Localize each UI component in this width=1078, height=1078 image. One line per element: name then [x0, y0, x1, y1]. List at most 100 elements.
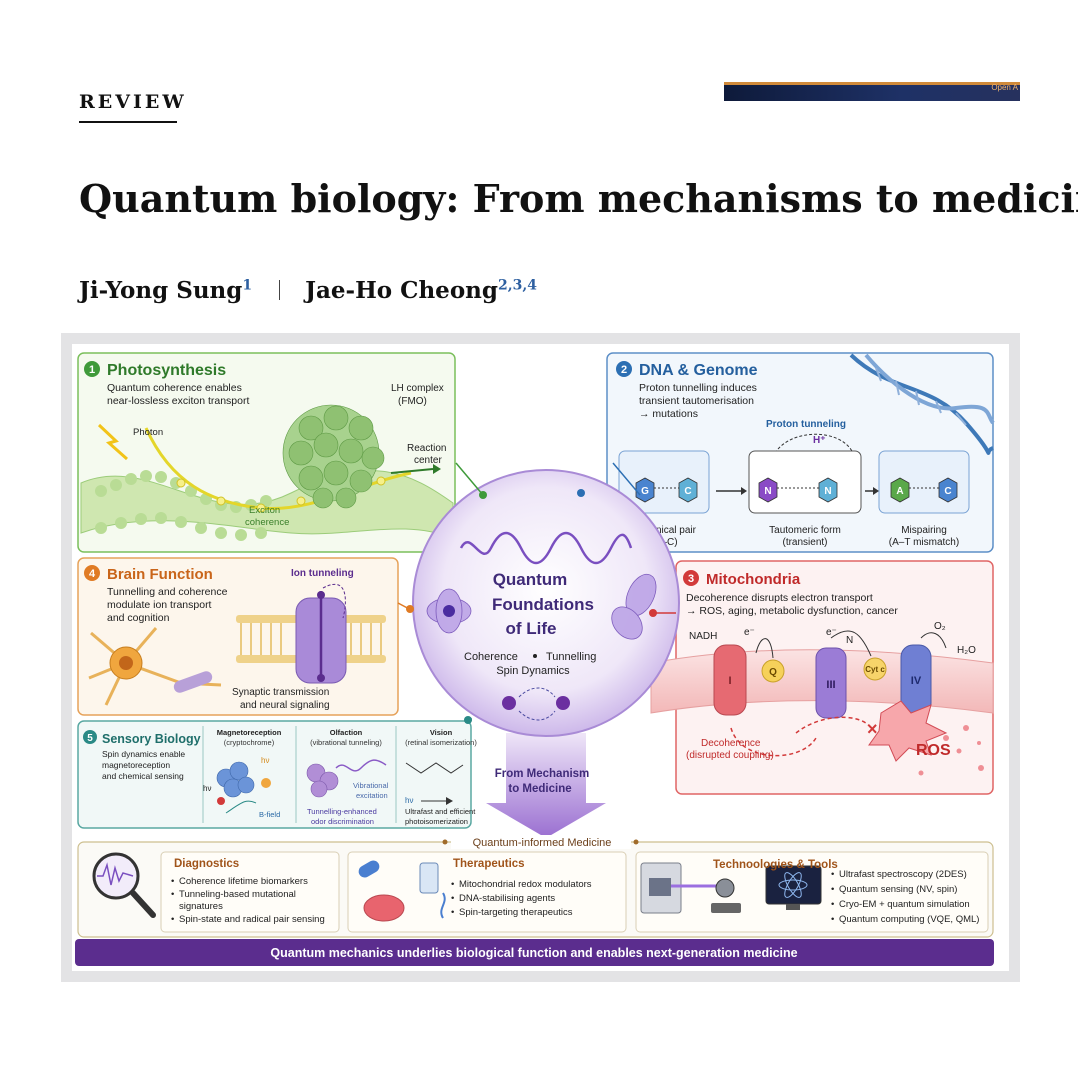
svg-text:e⁻: e⁻: [744, 627, 755, 638]
svg-text:Coherence lifetime biomarkers: Coherence lifetime biomarkers: [179, 876, 308, 887]
svg-text:Decoherence: Decoherence: [701, 738, 761, 749]
svg-text:(cryptochrome): (cryptochrome): [224, 738, 275, 747]
svg-text:Mitochondrial redox modulators: Mitochondrial redox modulators: [459, 879, 592, 890]
author-affiliation[interactable]: 2,3,4: [497, 277, 537, 294]
panel-title: Brain Function: [107, 566, 213, 583]
svg-text:hν: hν: [203, 784, 211, 793]
section-label: REVIEW: [79, 91, 187, 113]
svg-text:(FMO): (FMO): [398, 396, 427, 407]
svg-text:DNA-stabilising agents: DNA-stabilising agents: [459, 893, 555, 904]
panel-title: DNA & Genome: [639, 362, 758, 379]
svg-text:Quantum coherence enables: Quantum coherence enables: [107, 382, 242, 394]
svg-text:Tunnelling-enhanced: Tunnelling-enhanced: [307, 807, 377, 816]
svg-text:(retinal isomerization): (retinal isomerization): [405, 738, 477, 747]
svg-text:Vibrational: Vibrational: [353, 781, 389, 790]
svg-text:photoisomerization: photoisomerization: [405, 817, 468, 826]
svg-text:Vision: Vision: [430, 728, 453, 737]
svg-text:Tunnelling and coherence: Tunnelling and coherence: [107, 586, 228, 598]
author-affiliation[interactable]: 1: [242, 277, 253, 294]
svg-text:and cognition: and cognition: [107, 612, 170, 624]
svg-text:Spin dynamics enable: Spin dynamics enable: [102, 749, 185, 759]
svg-text:Photon: Photon: [133, 427, 163, 438]
svg-text:Quantum mechanics underlies bi: Quantum mechanics underlies biological f…: [270, 946, 797, 960]
svg-text:III: III: [826, 679, 835, 691]
svg-text:and neural signaling: and neural signaling: [240, 700, 330, 711]
panel-dna-genome: 2 DNA & Genome Proton tunnelling induces…: [606, 352, 995, 553]
svg-text:of Life: of Life: [506, 619, 557, 638]
svg-text:hν: hν: [261, 756, 269, 765]
svg-text:Quantum-informed Medicine: Quantum-informed Medicine: [473, 837, 612, 849]
svg-text:Ion tunneling: Ion tunneling: [291, 568, 354, 579]
svg-text:•: •: [171, 914, 174, 925]
panel-brain-function: 4 Brain Function Tunnelling and coherenc…: [77, 557, 399, 716]
svg-text:Ultrafast and efficient: Ultrafast and efficient: [405, 807, 476, 816]
svg-text:Cryo-EM + quantum simulation: Cryo-EM + quantum simulation: [839, 899, 970, 910]
svg-text:N: N: [846, 635, 853, 646]
panel-sensory-biology: 5 Sensory Biology Spin dynamics enable m…: [77, 720, 477, 829]
thumbnail-tag: Open A: [991, 83, 1018, 92]
svg-text:2: 2: [621, 364, 627, 376]
conclusion-banner: Quantum mechanics underlies biological f…: [75, 939, 994, 966]
svg-text:Spin-state and radical pair se: Spin-state and radical pair sensing: [179, 914, 325, 925]
author-separator: [279, 280, 281, 300]
svg-text:(vibrational tunneling): (vibrational tunneling): [310, 738, 382, 747]
svg-text:Diagnostics: Diagnostics: [174, 858, 239, 870]
article-title: Quantum biology: From mechanisms to medi…: [79, 176, 1078, 221]
svg-text:Synaptic transmission: Synaptic transmission: [232, 687, 329, 698]
svg-text:Proton tunneling: Proton tunneling: [766, 419, 846, 430]
svg-text:A: A: [896, 486, 903, 497]
svg-text:•: •: [831, 884, 834, 895]
svg-text:Canonical pair: Canonical pair: [632, 525, 697, 536]
svg-text:Tunnelling: Tunnelling: [546, 651, 596, 663]
svg-text:hν: hν: [405, 796, 413, 805]
svg-text:Proton tunnelling induces: Proton tunnelling induces: [639, 382, 757, 394]
svg-text:C: C: [944, 486, 951, 497]
svg-text:1: 1: [89, 364, 95, 376]
svg-text:center: center: [414, 455, 442, 466]
svg-text:3: 3: [688, 573, 694, 585]
svg-text:•: •: [451, 879, 454, 890]
author-name[interactable]: Jae-Ho Cheong: [305, 277, 498, 304]
center-quantum-foundations: Quantum Foundations of Life Coherence Tu…: [412, 469, 680, 838]
svg-text:Foundations: Foundations: [492, 595, 594, 614]
svg-text:I: I: [728, 675, 731, 687]
svg-text:Q: Q: [769, 667, 777, 678]
svg-text:odor discrimination: odor discrimination: [311, 817, 374, 826]
svg-text:IV: IV: [911, 675, 922, 687]
svg-text:Tautomeric form: Tautomeric form: [769, 525, 841, 536]
svg-text:magnetoreception: magnetoreception: [102, 760, 170, 770]
panel-title: Photosynthesis: [107, 362, 226, 379]
svg-text:Therapeutics: Therapeutics: [453, 858, 525, 870]
svg-text:Exciton: Exciton: [249, 505, 280, 516]
svg-text:N: N: [824, 486, 831, 497]
svg-text:Technoologies & Tools: Technoologies & Tools: [713, 859, 838, 871]
svg-text:Quantum sensing (NV, spin): Quantum sensing (NV, spin): [839, 884, 957, 895]
svg-text:5: 5: [87, 733, 93, 744]
svg-text:NADH: NADH: [689, 631, 717, 642]
section-label-underline: [79, 121, 177, 123]
svg-text:4: 4: [89, 568, 96, 580]
svg-text:(disrupted coupling): (disrupted coupling): [686, 750, 774, 761]
svg-text:Cyt c: Cyt c: [865, 665, 885, 674]
svg-text:modulate ion transport: modulate ion transport: [107, 599, 212, 611]
svg-text:→ ROS, aging, metabolic dysfun: → ROS, aging, metabolic dysfunction, can…: [686, 605, 898, 617]
svg-text:Quantum computing (VQE, QML): Quantum computing (VQE, QML): [839, 914, 979, 925]
svg-text:Quantum: Quantum: [493, 570, 568, 589]
svg-text:G: G: [641, 486, 649, 497]
svg-text:ROS: ROS: [916, 742, 951, 759]
svg-text:transient tautomerisation: transient tautomerisation: [639, 395, 754, 407]
svg-text:•: •: [451, 893, 454, 904]
mechanism-to-medicine-arrow: [486, 733, 606, 838]
author-name[interactable]: Ji-Yong Sung: [79, 277, 243, 304]
svg-text:C: C: [684, 486, 691, 497]
header-thumbnail-image[interactable]: Open A: [724, 82, 1020, 101]
svg-text:Mispairing: Mispairing: [901, 525, 947, 536]
graphical-abstract-figure: 1 Photosynthesis Quantum coherence enabl…: [61, 333, 1020, 982]
svg-text:•: •: [451, 907, 454, 918]
svg-text:From Mechanism: From Mechanism: [495, 768, 590, 780]
svg-text:•: •: [831, 914, 834, 925]
svg-text:(A–T mismatch): (A–T mismatch): [889, 537, 959, 548]
svg-text:H₂O: H₂O: [957, 645, 976, 656]
svg-text:•: •: [831, 899, 834, 910]
svg-text:→ mutations: → mutations: [639, 408, 698, 420]
